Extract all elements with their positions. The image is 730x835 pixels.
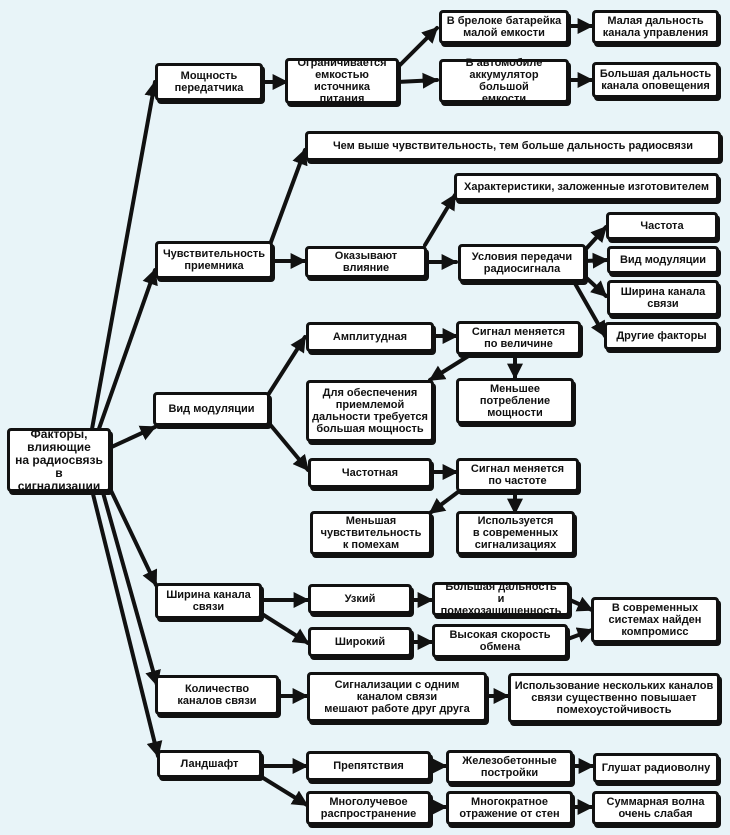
jam-node: Глушат радиоволну	[593, 753, 719, 783]
narrow-result-node: Большая дальность и помехозащищенность	[432, 581, 570, 617]
bandwidth-node: Ширина канала связи	[155, 583, 262, 619]
obstacles-node: Препятствия	[306, 751, 431, 781]
edge-root-power	[88, 80, 161, 442]
power-limited-node: Ограничивается емкостью источника питани…	[285, 57, 399, 105]
edge-conditions-other	[571, 278, 607, 338]
landscape-node: Ландшафт	[157, 750, 262, 778]
edge-changes-power	[428, 353, 472, 382]
channels-interfere-node: Сигнализации с одним каналом связи мешаю…	[307, 672, 487, 722]
amp-changes-node: Сигнал меняется по величине	[456, 321, 581, 355]
compromise-node: В современных системах найден компромисс	[591, 597, 719, 643]
edge-root-channels	[98, 480, 161, 687]
edge-nresult-compromise	[568, 596, 594, 612]
edge-modulation-amplitude	[266, 335, 307, 397]
keyfob-battery-node: В брелоке батарейка малой емкости	[439, 10, 569, 44]
edge-influenced-manufacturer	[423, 193, 457, 247]
amplitude-node: Амплитудная	[306, 322, 434, 352]
freq-modern-node: Используется в современных сигнализациях	[456, 511, 575, 555]
weak-wave-node: Суммарная волна очень слабая	[592, 791, 719, 825]
channels-node: Количество каналов связи	[155, 675, 279, 715]
edge-sensitivity-note	[266, 148, 308, 252]
narrow-node: Узкий	[308, 584, 412, 614]
edge-root-sensitivity	[93, 268, 158, 442]
freq-mod-node: Частотная	[308, 458, 432, 488]
edge-root-bandwidth	[103, 476, 158, 587]
multipath-node: Многолучевое распространение	[306, 791, 431, 825]
other-factors-node: Другие факторы	[604, 322, 719, 350]
edge-modulation-freq	[266, 420, 310, 472]
small-range-node: Малая дальность канала управления	[592, 10, 719, 44]
freq-changes-node: Сигнал меняется по частоте	[456, 458, 579, 492]
multi-reflect-node: Многократное отражение от стен	[446, 791, 573, 825]
modulation-node: Вид модуляции	[153, 392, 270, 426]
freq-less-sens-node: Меньшая чувствительность к помехам	[310, 511, 432, 555]
influenced-node: Оказывают влияние	[305, 246, 427, 278]
edge-wresult-compromise	[563, 627, 594, 643]
edge-landscape-multipath	[258, 774, 309, 807]
edge-conditions-frequency	[583, 225, 608, 252]
power-node: Мощность передатчика	[155, 63, 263, 101]
sensitivity-node: Чувствительность приемника	[155, 241, 273, 279]
modulation-type-node: Вид модуляции	[607, 246, 719, 274]
edge-fchanges-less	[428, 487, 464, 515]
edge-limited-keyfob	[395, 26, 439, 70]
channels-multi-node: Использование нескольких каналов связи с…	[508, 673, 720, 723]
amp-less-node: Меньшее потребление мощности	[456, 378, 574, 424]
edge-limited-car	[395, 72, 439, 89]
edge-conditions-modtype	[583, 252, 609, 269]
wide-result-node: Высокая скорость обмена	[432, 624, 568, 658]
large-range-node: Большая дальность канала оповещения	[592, 62, 719, 98]
concrete-node: Железобетонные постройки	[446, 750, 573, 784]
wide-node: Широкий	[308, 627, 412, 657]
manufacturer-node: Характеристики, заложенные изготовителем	[454, 173, 719, 201]
sensitivity-note-node: Чем выше чувствительность, тем больше да…	[305, 131, 721, 161]
amp-power-node: Для обеспечения приемлемой дальности тре…	[306, 380, 434, 442]
frequency-node: Частота	[606, 212, 718, 240]
conditions-node: Условия передачи радиосигнала	[458, 244, 586, 282]
car-battery-node: В автомобиле аккумулятор большой емкости	[439, 57, 569, 105]
root-node: Факторы, влияющие на радиосвязь в сигнал…	[7, 427, 111, 492]
bandwidth-item-node: Ширина канала связи	[607, 280, 719, 316]
edge-root-modulation	[103, 425, 157, 452]
edge-bandwidth-wide	[260, 612, 310, 645]
edge-root-landscape	[88, 480, 163, 758]
